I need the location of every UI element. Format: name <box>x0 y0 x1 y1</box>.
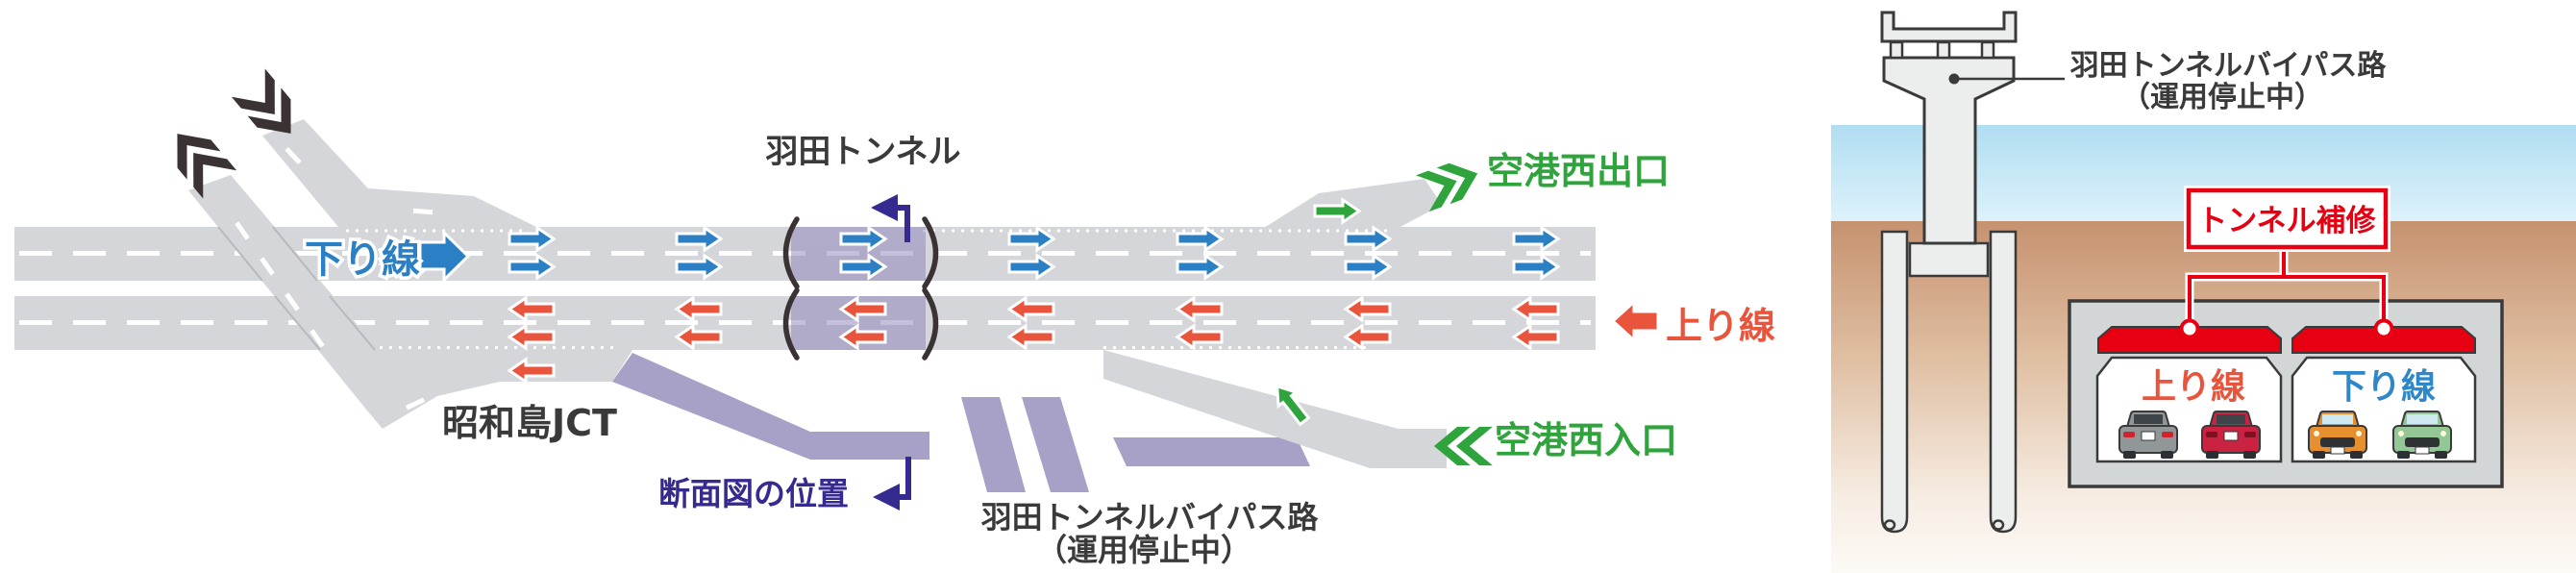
ramp-lane-dashes <box>285 146 433 215</box>
tunnel-repair-roofs <box>2097 326 2476 354</box>
airport-west-entrance-ramp <box>1103 350 1447 468</box>
airport-west-entrance-label: 空港西入口 <box>1495 419 1677 461</box>
merge-dotted-lines <box>341 229 1394 349</box>
section-pointer-bottom-icon <box>873 457 911 511</box>
bypass-label-line2: （運用停止中） <box>1036 532 1251 568</box>
car-gray-icon <box>2118 411 2178 459</box>
pier-piles <box>1880 230 2018 534</box>
car-orange-icon <box>2308 411 2367 459</box>
up-line-direction-arrow-icon <box>1610 298 1660 344</box>
car-green-icon <box>2392 411 2452 459</box>
cross-section-diagram: 羽田トンネルバイパス路 （運用停止中） 上り線 下り線 <box>1831 11 2576 573</box>
haneda-tunnel-bypass-road <box>612 353 1310 492</box>
leader-dot <box>1948 73 1960 85</box>
down-line-direction-arrow-icon <box>418 229 471 284</box>
pier-column <box>1882 56 2016 245</box>
viaduct-label-line1: 羽田トンネルバイパス路 <box>2070 49 2388 83</box>
bypass-deck <box>1880 11 2018 43</box>
viaduct-label-line2: （運用停止中） <box>2121 81 2323 114</box>
airport-west-exit-label: 空港西出口 <box>1487 150 1670 192</box>
route-map: 下り線 上り線 羽田トンネル 断面図の位置 昭和島JCT 羽田トンネルバイパス路… <box>14 68 1775 568</box>
jct-entry-ramp <box>262 119 536 227</box>
repair-label: トンネル補修 <box>2197 204 2376 238</box>
cross-section-position-label: 断面図の位置 <box>658 475 849 512</box>
bypass-label-line1: 羽田トンネルバイパス路 <box>981 499 1320 536</box>
repair-leader-lines <box>2179 247 2394 339</box>
car-red-icon <box>2201 411 2261 459</box>
tunnel-label: 羽田トンネル <box>765 133 960 171</box>
junction-label: 昭和島JCT <box>442 402 617 444</box>
repair-box <box>2186 187 2389 250</box>
bore-up-line-label: 上り線 <box>2142 367 2245 407</box>
pier-footing <box>1908 241 1990 278</box>
deck-bearings <box>1889 40 1995 60</box>
down-line-label: 下り線 <box>305 237 420 282</box>
up-line-label: 上り線 <box>1666 305 1775 347</box>
ramp-crossing-edges <box>217 226 376 351</box>
airport-west-exit-ramp <box>1264 179 1442 228</box>
section-pointer-top-icon <box>871 194 910 242</box>
bore-down-line-label: 下り線 <box>2332 367 2436 407</box>
tunnel-section-brackets <box>782 216 939 361</box>
